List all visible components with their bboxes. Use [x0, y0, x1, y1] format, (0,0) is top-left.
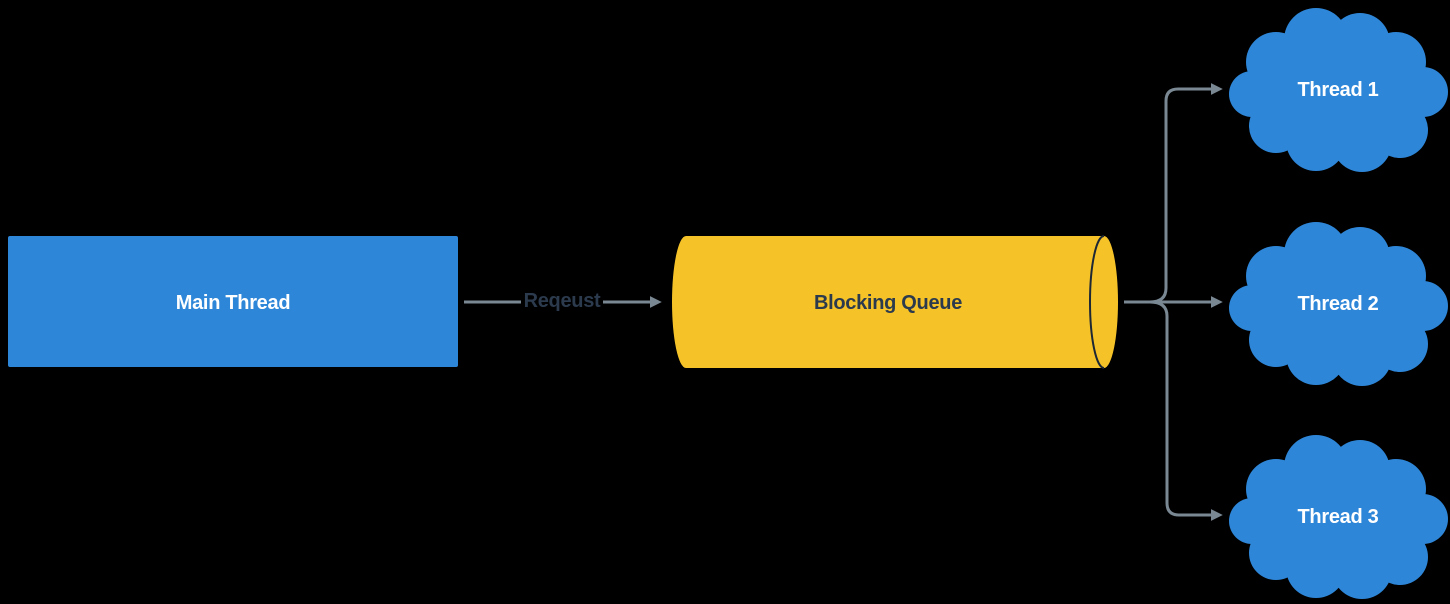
queue-to-thread3-arrow: [1149, 300, 1223, 521]
blocking-queue-node: [672, 236, 1118, 368]
blocking-queue-rim: [1089, 235, 1105, 369]
queue-to-thread1-arrow: [1149, 83, 1223, 304]
thread2-label: Thread 2: [1298, 293, 1379, 315]
main-thread-label: Main Thread: [176, 292, 291, 314]
request-edge-label: Reqeust: [524, 290, 601, 312]
blocking-queue-label: Blocking Queue: [814, 292, 962, 314]
thread3-label: Thread 3: [1298, 506, 1379, 528]
thread1-label: Thread 1: [1298, 79, 1379, 101]
main-thread-node: [8, 236, 458, 367]
